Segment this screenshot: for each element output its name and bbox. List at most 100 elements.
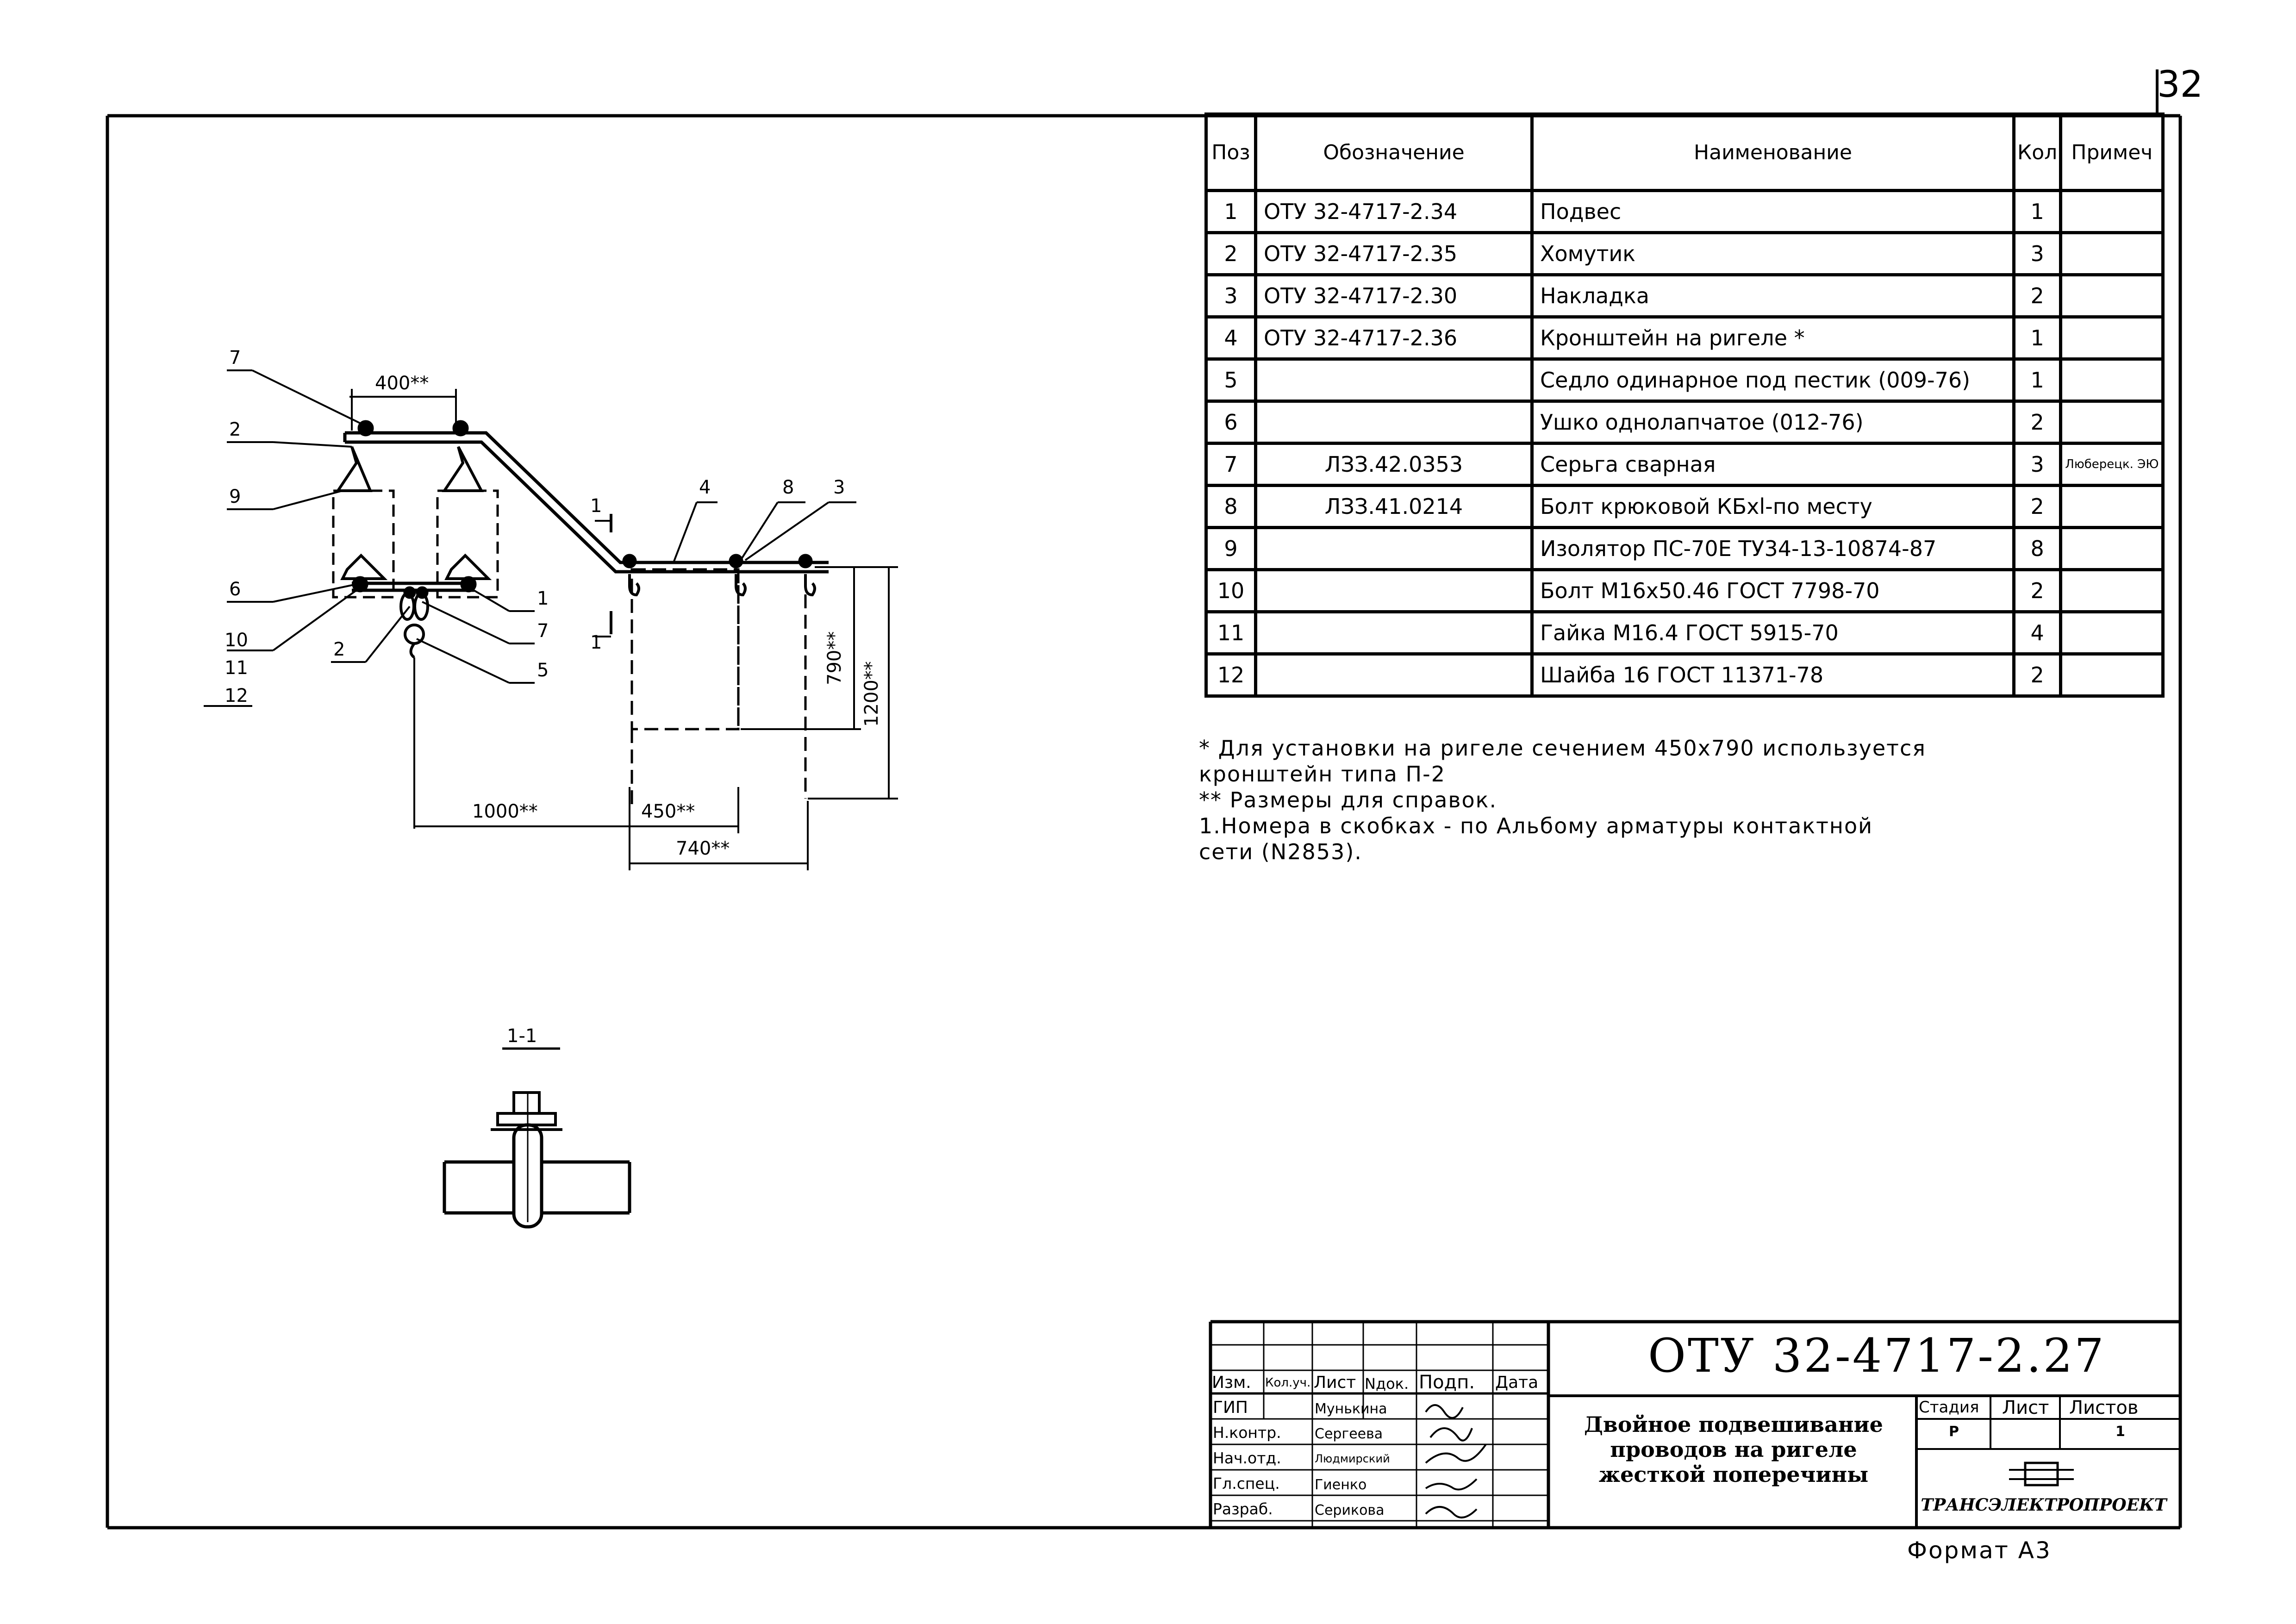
- callout-10: 10: [225, 630, 248, 651]
- callout-5: 5: [537, 660, 549, 681]
- sheets-value: 1: [2115, 1424, 2125, 1440]
- cell-note: [2059, 610, 2165, 656]
- cell-note: [2059, 568, 2165, 613]
- dim-1200: 1200**: [861, 661, 882, 727]
- document-title: Двойное подвешивание проводов на ригеле …: [1569, 1412, 1898, 1487]
- cell-qty: 2: [2012, 400, 2063, 445]
- callout-8: 8: [782, 477, 794, 498]
- cell-designation: [1254, 400, 1534, 445]
- callout-2-lower: 2: [333, 639, 345, 660]
- col-kol-uch: Кол.уч.: [1265, 1376, 1311, 1390]
- section-label: 1-1: [507, 1025, 537, 1047]
- dim-740: 740**: [676, 838, 730, 859]
- cell-designation: [1254, 652, 1534, 698]
- callout-11: 11: [225, 657, 248, 679]
- cell-pos: 2: [1204, 231, 1257, 276]
- cell-designation: [1254, 568, 1534, 613]
- cell-name: Хомутик: [1530, 231, 2015, 276]
- col-data: Дата: [1495, 1373, 1539, 1392]
- signer-name: Гиенко: [1315, 1477, 1367, 1493]
- signer-name: Сергеева: [1315, 1426, 1383, 1442]
- cell-note: [2059, 273, 2165, 319]
- cell-designation: [1254, 610, 1534, 656]
- signer-name: Людмирский: [1315, 1452, 1390, 1465]
- cell-name: Болт крюковой КБхl-по месту: [1530, 484, 2015, 529]
- cell-qty: 2: [2012, 652, 2063, 698]
- cell-pos: 1: [1204, 189, 1257, 234]
- cell-designation: [1254, 526, 1534, 571]
- cell-qty: 2: [2012, 484, 2063, 529]
- cell-pos: 9: [1204, 526, 1257, 571]
- signer-name: Серикова: [1315, 1502, 1385, 1518]
- section-mark-top: 1: [590, 495, 602, 517]
- callout-7: 7: [229, 347, 241, 369]
- title-line: Двойное подвешивание: [1584, 1412, 1883, 1437]
- cell-qty: 1: [2012, 189, 2063, 234]
- col-ndok: Nдок.: [1365, 1375, 1409, 1393]
- section-mark-bottom: 1: [590, 632, 602, 653]
- cell-designation: ОТУ 32-4717-2.35: [1254, 231, 1534, 276]
- dim-400: 400**: [375, 373, 429, 394]
- assembly-view: [204, 369, 898, 870]
- cell-name: Изолятор ПС-70Е ТУ34-13-10874-87: [1530, 526, 2015, 571]
- stage-value: Р: [1949, 1424, 1959, 1440]
- title-block-grid: [1209, 1320, 2180, 1528]
- cell-name: Гайка М16.4 ГОСТ 5915-70: [1530, 610, 2015, 656]
- sheets-header: Листов: [2069, 1397, 2139, 1418]
- document-code: ОТУ 32-4717-2.27: [1648, 1329, 2106, 1383]
- col-izm: Изм.: [1212, 1373, 1251, 1392]
- dim-1000: 1000**: [472, 801, 538, 822]
- callout-6: 6: [229, 579, 241, 600]
- cell-note: [2059, 357, 2165, 403]
- sheet-header: Лист: [2002, 1397, 2049, 1418]
- cell-pos: 4: [1204, 315, 1257, 361]
- cell-qty: 2: [2012, 568, 2063, 613]
- note-line: 1.Номера в скобках - по Альбому арматуры…: [1199, 813, 1873, 838]
- callout-7-lower: 7: [537, 620, 549, 642]
- cell-pos: 7: [1204, 442, 1257, 487]
- cell-pos: 3: [1204, 273, 1257, 319]
- cell-designation: ОТУ 32-4717-2.36: [1254, 315, 1534, 361]
- cell-designation: ЛЗЗ.41.0214: [1254, 484, 1534, 529]
- title-line: проводов на ригеле: [1610, 1437, 1857, 1462]
- specification-table: Поз Обозначение Наименование Кол Примеч …: [1204, 112, 2165, 698]
- callout-9: 9: [229, 486, 241, 507]
- note-line: ** Размеры для справок.: [1199, 787, 1497, 812]
- note-line: сети (N2853).: [1199, 839, 1362, 864]
- col-header-qty: Кол: [2012, 112, 2063, 192]
- signer-role: Гл.спец.: [1213, 1474, 1280, 1493]
- cell-note: [2059, 652, 2165, 698]
- cell-note: [2059, 231, 2165, 276]
- dim-790: 790**: [824, 631, 845, 685]
- title-line: жесткой поперечины: [1598, 1462, 1869, 1487]
- cell-note: Люберецк. ЭЮ: [2059, 442, 2165, 487]
- cell-name: Болт М16х50.46 ГОСТ 7798-70: [1530, 568, 2015, 613]
- notes: * Для установки на ригеле сечением 450х7…: [1199, 735, 2106, 865]
- cell-designation: ОТУ 32-4717-2.34: [1254, 189, 1534, 234]
- cell-qty: 3: [2012, 231, 2063, 276]
- cell-pos: 12: [1204, 652, 1257, 698]
- callout-3: 3: [833, 477, 845, 498]
- table-header-row: Поз Обозначение Наименование Кол Примеч: [1204, 112, 2165, 192]
- callout-1: 1: [537, 588, 549, 609]
- organization-name: ТРАНСЭЛЕКТРОПРОЕКТ: [1921, 1495, 2167, 1515]
- cell-qty: 2: [2012, 273, 2063, 319]
- page-number: 32: [2157, 64, 2203, 106]
- dim-450: 450**: [641, 801, 695, 822]
- cell-name: Шайба 16 ГОСТ 11371-78: [1530, 652, 2015, 698]
- cell-name: Кронштейн на ригеле *: [1530, 315, 2015, 361]
- section-view: [443, 1047, 631, 1229]
- note-line: * Для установки на ригеле сечением 450х7…: [1199, 736, 1926, 761]
- cell-pos: 10: [1204, 568, 1257, 613]
- cell-note: [2059, 484, 2165, 529]
